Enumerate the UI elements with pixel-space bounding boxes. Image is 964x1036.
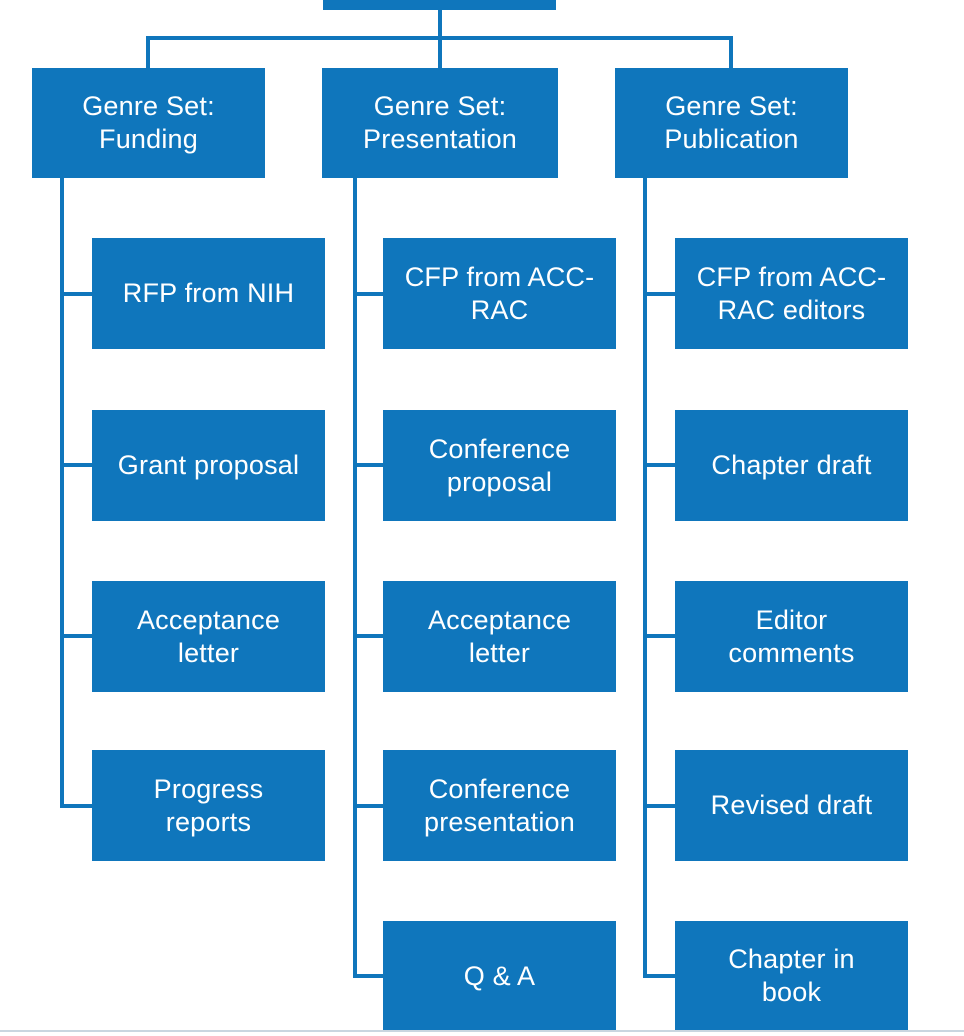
node-progress-reports: Progress reports [92, 750, 325, 861]
node-revised-draft: Revised draft [675, 750, 908, 861]
connector-stub-publication-5 [643, 974, 676, 978]
connector-stub-publication-1 [643, 292, 676, 296]
node-editor-comments: Editor comments [675, 581, 908, 692]
node-q-and-a: Q & A [383, 921, 616, 1031]
page-bottom-edge [0, 1030, 964, 1032]
node-conference-proposal: Conference proposal [383, 410, 616, 521]
connector-stub-presentation-5 [353, 974, 384, 978]
connector-stub-presentation-1 [353, 292, 384, 296]
connector-spine-publication [643, 178, 647, 978]
node-genre-set-funding: Genre Set: Funding [32, 68, 265, 178]
node-chapter-draft: Chapter draft [675, 410, 908, 521]
connector-stub-funding-2 [60, 463, 93, 467]
node-genre-set-publication: Genre Set: Publication [615, 68, 848, 178]
connector-stub-funding-1 [60, 292, 93, 296]
node-cfp-from-acc-rac: CFP from ACC- RAC [383, 238, 616, 349]
node-root-cropped [323, 0, 556, 10]
node-grant-proposal: Grant proposal [92, 410, 325, 521]
connector-drop-publication [729, 36, 733, 68]
node-chapter-in-book: Chapter in book [675, 921, 908, 1031]
node-acceptance-letter-funding: Acceptance letter [92, 581, 325, 692]
connector-stub-presentation-4 [353, 804, 384, 808]
node-cfp-from-acc-rac-editors: CFP from ACC- RAC editors [675, 238, 908, 349]
connector-drop-funding [146, 36, 150, 68]
connector-stub-funding-4 [60, 804, 93, 808]
connector-stub-publication-2 [643, 463, 676, 467]
connector-stub-publication-4 [643, 804, 676, 808]
connector-spine-presentation [353, 178, 357, 978]
connector-stub-funding-3 [60, 634, 93, 638]
connector-spine-funding [60, 178, 64, 808]
node-rfp-from-nih: RFP from NIH [92, 238, 325, 349]
connector-stub-presentation-3 [353, 634, 384, 638]
node-acceptance-letter-presentation: Acceptance letter [383, 581, 616, 692]
node-genre-set-presentation: Genre Set: Presentation [322, 68, 558, 178]
connector-top-rail [146, 36, 733, 40]
connector-stub-presentation-2 [353, 463, 384, 467]
node-conference-presentation: Conference presentation [383, 750, 616, 861]
connector-stub-publication-3 [643, 634, 676, 638]
